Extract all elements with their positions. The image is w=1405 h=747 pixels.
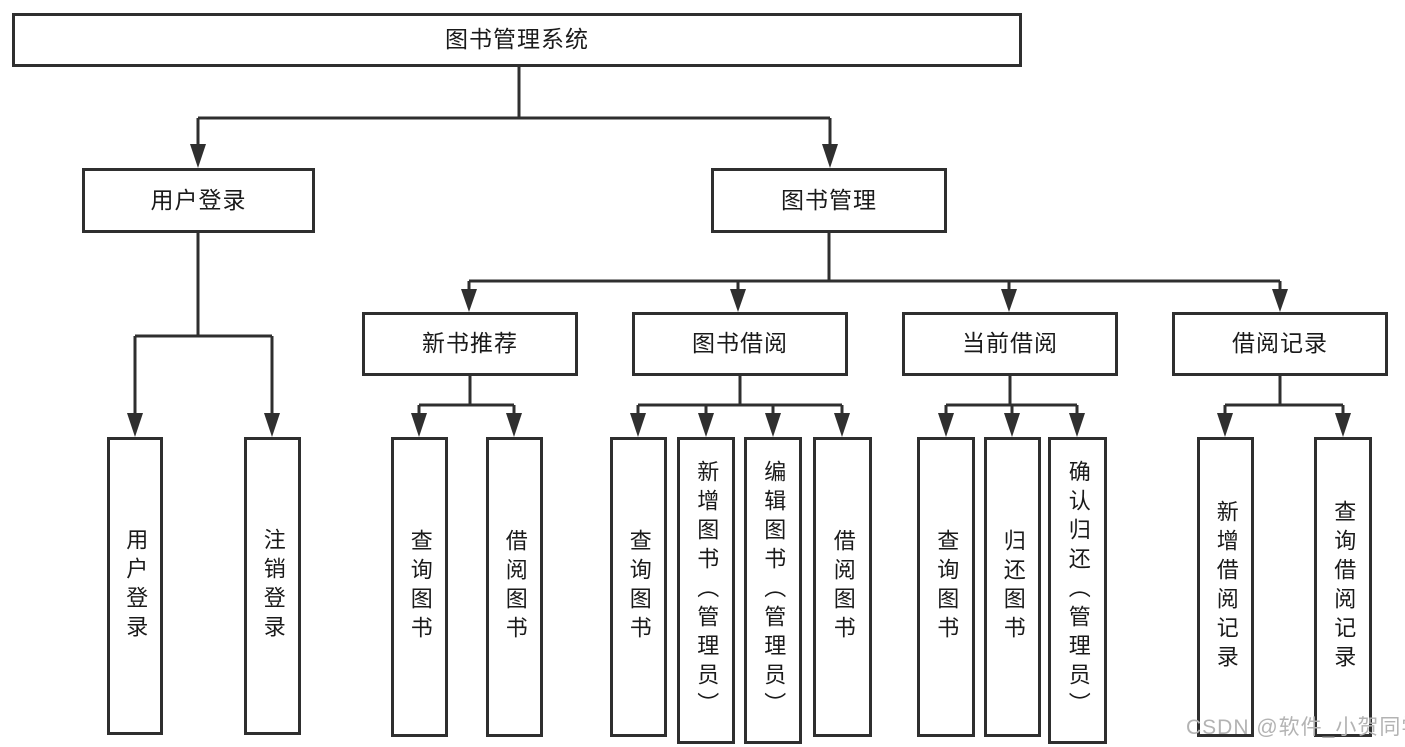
leaf-newbook-borrow-books-label: 借阅图书 <box>502 529 528 645</box>
node-current-borrowing-label: 当前借阅 <box>962 330 1058 357</box>
leaf-confirm-return-admin: 确认归还（管理员） <box>1048 437 1107 744</box>
node-borrowing-records-label: 借阅记录 <box>1232 330 1328 357</box>
node-current-borrowing: 当前借阅 <box>902 312 1118 376</box>
leaf-newbook-borrow-books: 借阅图书 <box>486 437 543 737</box>
leaf-query-borrow-record: 查询借阅记录 <box>1314 437 1372 737</box>
leaf-newbook-query-books: 查询图书 <box>391 437 448 737</box>
node-user-login: 用户登录 <box>82 168 315 233</box>
leaf-return-books: 归还图书 <box>984 437 1041 737</box>
node-library-system-root: 图书管理系统 <box>12 13 1022 67</box>
leaf-return-books-label: 归还图书 <box>1000 529 1026 645</box>
leaf-borrow-query-books: 查询图书 <box>610 437 667 737</box>
node-book-borrowing: 图书借阅 <box>632 312 848 376</box>
leaf-query-borrow-record-label: 查询借阅记录 <box>1331 500 1357 674</box>
leaf-logout: 注销登录 <box>244 437 301 735</box>
node-book-management-label: 图书管理 <box>781 186 877 213</box>
leaf-borrow-books-label: 借阅图书 <box>830 529 856 645</box>
leaf-add-borrow-record-label: 新增借阅记录 <box>1213 500 1239 674</box>
csdn-watermark: CSDN @软件_小贺同学 <box>1186 716 1405 739</box>
node-book-management: 图书管理 <box>711 168 947 233</box>
leaf-confirm-return-admin-label: 确认归还（管理员） <box>1065 460 1091 721</box>
leaf-current-query-books: 查询图书 <box>917 437 975 737</box>
leaf-user-login-label: 用户登录 <box>123 528 149 644</box>
leaf-add-books-admin-label: 新增图书（管理员） <box>694 460 720 721</box>
leaf-borrow-query-books-label: 查询图书 <box>626 529 652 645</box>
node-borrowing-records: 借阅记录 <box>1172 312 1388 376</box>
leaf-newbook-query-books-label: 查询图书 <box>407 529 433 645</box>
leaf-edit-books-admin: 编辑图书（管理员） <box>744 437 802 744</box>
node-library-system-root-label: 图书管理系统 <box>445 26 589 53</box>
leaf-edit-books-admin-label: 编辑图书（管理员） <box>761 460 787 721</box>
leaf-current-query-books-label: 查询图书 <box>934 529 960 645</box>
leaf-logout-label: 注销登录 <box>260 528 286 644</box>
leaf-add-books-admin: 新增图书（管理员） <box>677 437 735 744</box>
node-new-book-recommendation-label: 新书推荐 <box>422 330 518 357</box>
leaf-borrow-books: 借阅图书 <box>813 437 872 737</box>
node-new-book-recommendation: 新书推荐 <box>362 312 578 376</box>
leaf-user-login: 用户登录 <box>107 437 163 735</box>
leaf-add-borrow-record: 新增借阅记录 <box>1197 437 1254 737</box>
node-book-borrowing-label: 图书借阅 <box>692 330 788 357</box>
node-user-login-label: 用户登录 <box>150 186 247 213</box>
